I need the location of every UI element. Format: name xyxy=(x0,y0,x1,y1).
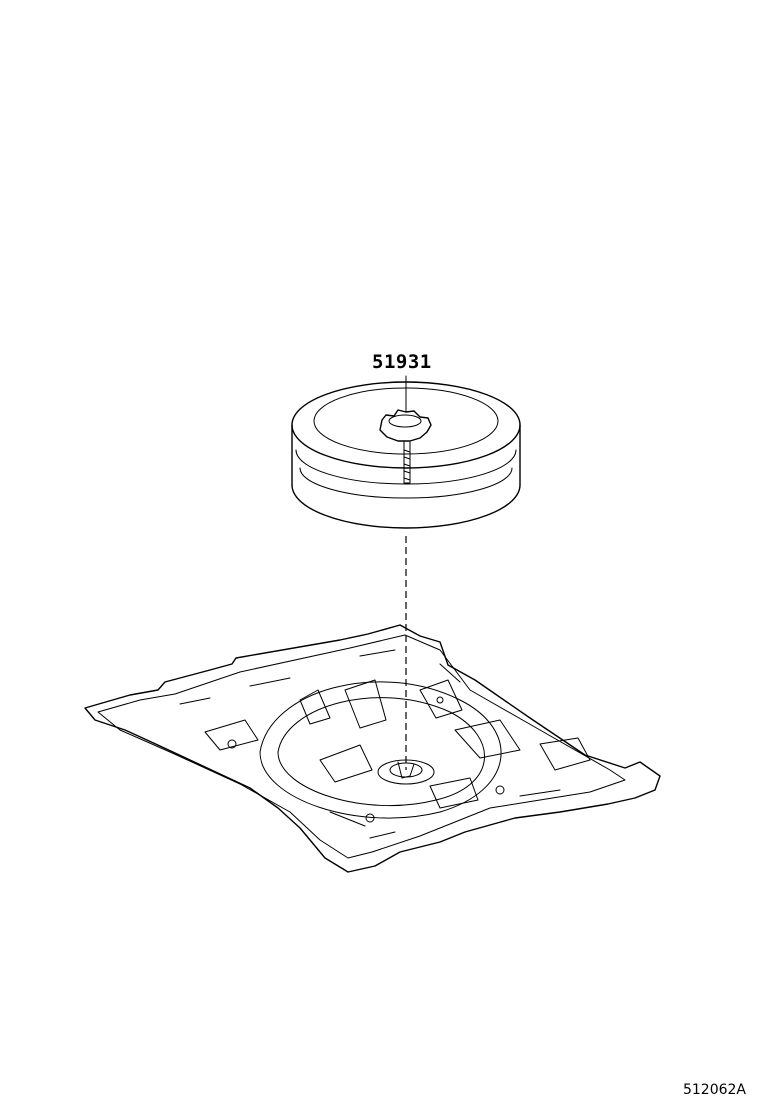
clamp-bolt[interactable] xyxy=(379,375,432,484)
diagram-reference-code: 512062A xyxy=(682,1082,746,1098)
part-number-label: 51931 xyxy=(372,351,432,373)
rear-floor-pan[interactable] xyxy=(84,624,661,873)
